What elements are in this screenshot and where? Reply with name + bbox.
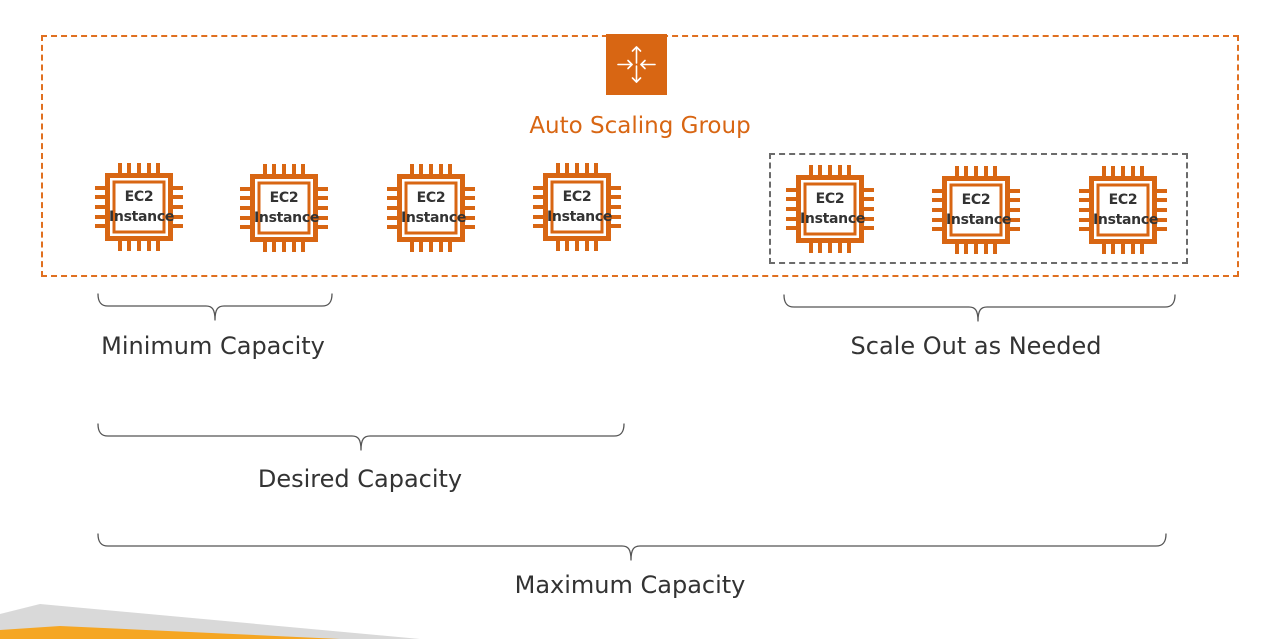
auto-scaling-group-label: Auto Scaling Group <box>529 113 751 139</box>
scale-out-bracket <box>783 294 1176 322</box>
minimum-capacity-label: Minimum Capacity <box>101 332 325 360</box>
desired-capacity-bracket <box>97 423 625 451</box>
maximum-capacity-bracket <box>97 533 1167 561</box>
minimum-capacity-bracket <box>97 293 333 321</box>
slide-corner-decoration <box>0 604 420 639</box>
desired-capacity-label: Desired Capacity <box>257 465 463 493</box>
scale-out-box <box>769 153 1188 264</box>
scale-out-label: Scale Out as Needed <box>850 332 1102 360</box>
auto-scaling-icon <box>606 34 667 95</box>
maximum-capacity-label: Maximum Capacity <box>514 571 746 599</box>
